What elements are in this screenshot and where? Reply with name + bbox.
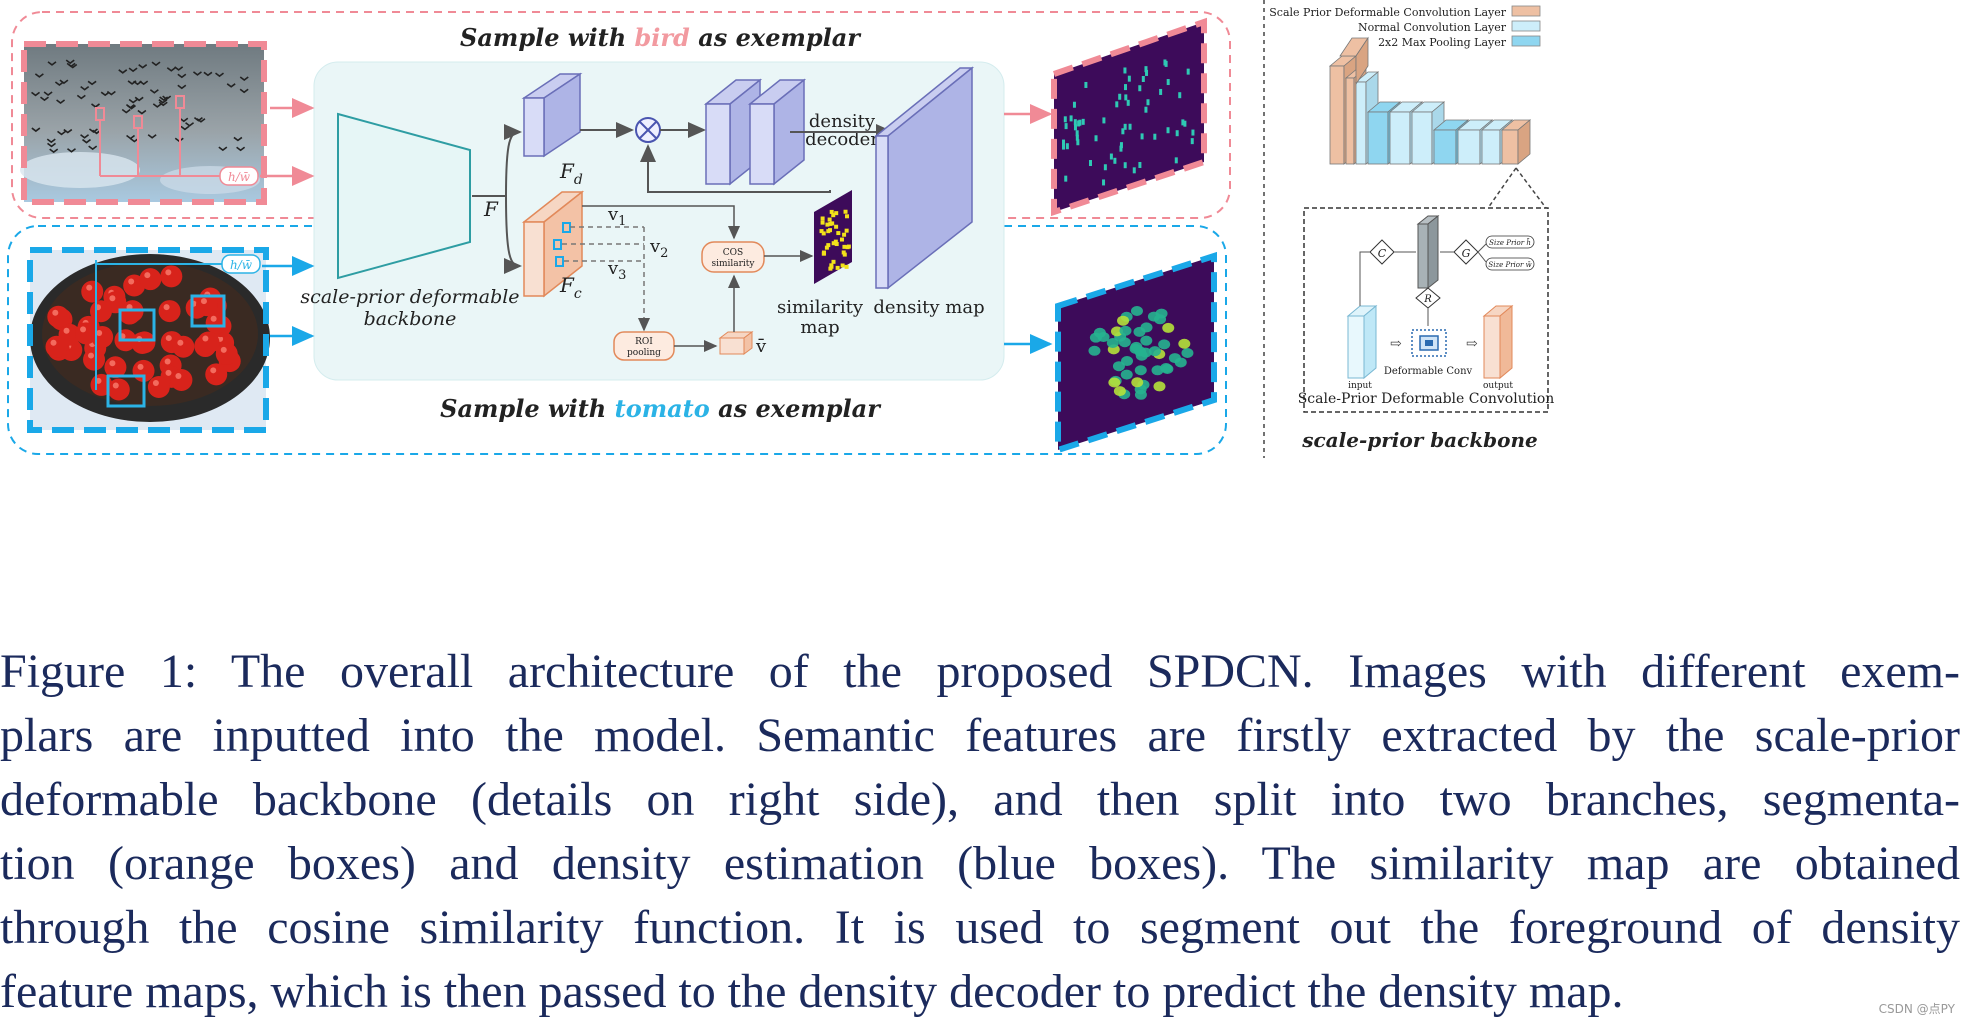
F-label: F: [483, 197, 499, 221]
svg-text:Size Prior h̄: Size Prior h̄: [1489, 237, 1531, 247]
multiply-node: [635, 117, 661, 143]
legend-label: Scale Prior Deformable Convolution Layer: [1269, 6, 1506, 19]
bird-image-frame: [21, 41, 267, 205]
backbone-label-2: backbone: [364, 308, 457, 330]
caption-line-2: plars are inputted into the model. Seman…: [0, 709, 1960, 762]
Fc-label: Fc: [559, 273, 582, 302]
architecture-figure: Sample with bird as exemplar Sample with…: [7, 0, 1555, 458]
legend: Scale Prior Deformable Convolution Layer…: [1269, 5, 1541, 49]
deformable-conv-label: Deformable Conv: [1384, 366, 1473, 377]
tomato-image-frame: [27, 247, 269, 433]
Fd-feature-block: [521, 72, 583, 158]
svg-text:R: R: [1423, 294, 1432, 305]
svg-text:G: G: [1462, 247, 1471, 260]
model-panel: [313, 61, 1005, 381]
bird-image: h/w̄: [20, 44, 264, 202]
legend-label: Normal Convolution Layer: [1358, 21, 1507, 34]
roi-label-1: ROI: [635, 337, 653, 347]
legend-swatch: [1511, 20, 1541, 32]
svg-text:C: C: [1378, 247, 1387, 260]
vbar-label: v̄: [755, 336, 767, 357]
density-map-label: density map: [873, 297, 984, 318]
top-sample-title: Sample with bird as exemplar: [460, 23, 862, 52]
svg-text:h/w̄: h/w̄: [230, 258, 253, 272]
caption-line-4: tion (orange boxes) and density estimati…: [0, 837, 1960, 890]
vbar-block: [718, 331, 754, 355]
svg-text:h/w̄: h/w̄: [228, 170, 251, 184]
Fd-label: Fd: [559, 159, 583, 188]
similarity-map-image: [814, 190, 852, 284]
spdc-detail-box: input output Deformable Conv ⇨ ⇨ C G R S…: [1298, 207, 1555, 413]
svg-text:Size Prior w̄: Size Prior w̄: [1488, 261, 1531, 269]
legend-swatch: [1511, 35, 1541, 47]
density-map-block: [873, 66, 975, 290]
caption-line-6: feature maps, which is then passed to th…: [0, 965, 1624, 1018]
backbone-shape: [337, 112, 471, 280]
v1-label: v1: [607, 204, 626, 229]
watermark: CSDN @点PY: [1878, 1002, 1955, 1016]
spdc-output-label: output: [1483, 381, 1513, 391]
spdc-input-label: input: [1348, 381, 1372, 391]
v2-label: v2: [649, 236, 668, 261]
tomato-image: h/w̄: [30, 250, 270, 430]
cos-label-1: COS: [723, 248, 743, 258]
legend-swatch: [1511, 5, 1541, 17]
spdc-title: Scale-Prior Deformable Convolution: [1298, 391, 1555, 407]
tomato-density-output: [1055, 251, 1217, 455]
bottom-sample-title: Sample with tomato as exemplar: [440, 394, 882, 423]
similarity-map-label-1: similarity: [777, 297, 864, 318]
roi-label-2: pooling: [627, 348, 661, 358]
density-decoder-label-2: decoder: [805, 129, 879, 150]
cos-similarity-box: [701, 241, 765, 273]
svg-text:⇨: ⇨: [1466, 336, 1478, 352]
cos-label-2: similarity: [711, 259, 755, 269]
density-decoder-label-1: density: [809, 111, 876, 132]
similarity-map-label-2: map: [800, 317, 839, 338]
bird-density-output: [1051, 17, 1207, 217]
Fc-feature-block: [521, 190, 585, 298]
backbone-label: scale-prior deformable: [300, 286, 519, 308]
scale-prior-backbone-caption: scale-prior backbone: [1301, 428, 1538, 452]
decoder-block-2: [747, 78, 807, 186]
caption-line-5: through the cosine similarity function. …: [0, 901, 1960, 954]
backbone-stack: [1328, 36, 1532, 165]
v3-label: v3: [607, 258, 626, 283]
figure-caption: Figure 1: The overall architecture of th…: [0, 640, 1960, 1024]
caption-line-3: deformable backbone (details on right si…: [0, 773, 1960, 826]
caption-line-1: Figure 1: The overall architecture of th…: [0, 645, 1960, 698]
legend-label: 2x2 Max Pooling Layer: [1378, 36, 1507, 49]
svg-text:⇨: ⇨: [1390, 336, 1402, 352]
